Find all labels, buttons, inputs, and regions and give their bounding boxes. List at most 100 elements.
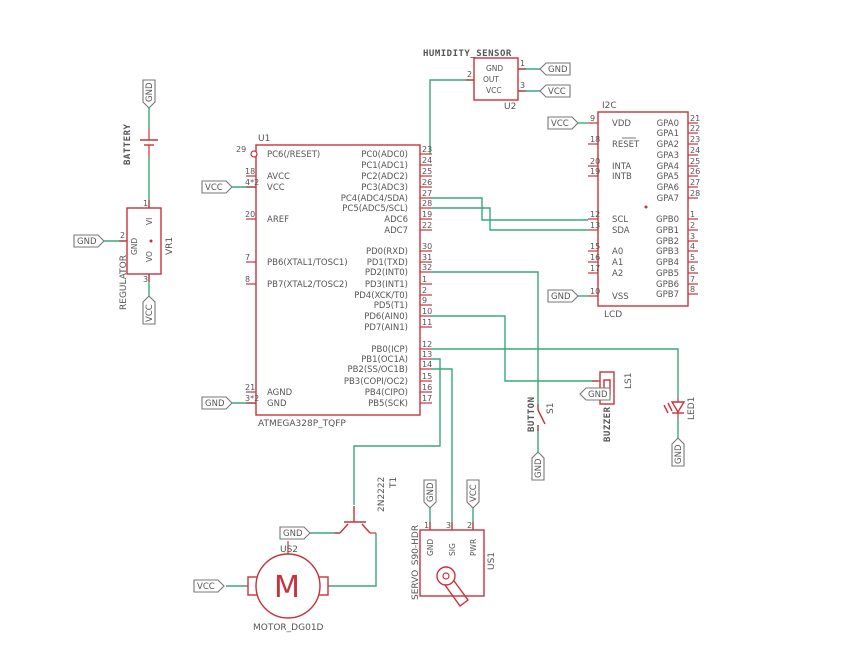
mcu-pin-number: 24 <box>422 156 432 165</box>
gnd-flag: GND <box>579 387 611 401</box>
regulator-ref: VR1 <box>165 237 175 255</box>
mcu-pin-number: 31 <box>422 253 432 262</box>
dc-motor[interactable]: M US2 MOTOR_DG01D <box>247 541 329 633</box>
mcu-pin-number: 26 <box>422 178 432 187</box>
power-flags: GNDVCCVCCGNDVCCGNDGNDGNDGNDVCCGNDVCCGNDG… <box>73 62 685 593</box>
gnd-flag-label: GND <box>283 529 303 539</box>
wire-pb2-servo <box>432 368 453 530</box>
lcd-pin-label: GPA6 <box>657 183 679 193</box>
lcd-pin-label: GPA4 <box>657 162 679 172</box>
humidity-sensor[interactable]: HUMIDITY_SENSOR GND OUT VCC 1 2 3 U2 <box>423 49 526 112</box>
lcd-pin-label: GPB3 <box>656 247 679 257</box>
mcu-pin-label: GND <box>267 399 287 409</box>
mcu-pin-number: 14 <box>422 360 432 369</box>
mcu-pin-number: 3*2 <box>245 394 259 403</box>
push-button[interactable]: BUTTON S1 <box>527 396 556 432</box>
transistor-2n2222[interactable]: 2N2222 T1 <box>334 477 399 534</box>
servo-header[interactable]: GND SIG PWR 1 3 2 SERVO_S90-HDR US1 <box>411 521 497 607</box>
lcd-pin-number: 28 <box>690 189 700 198</box>
lcd-pin-number: 21 <box>690 114 700 123</box>
battery[interactable]: BATTERY <box>123 123 158 165</box>
mcu-pin-label: PB0(ICP) <box>371 345 408 355</box>
lcd-pin-label: INTB <box>612 172 632 182</box>
vcc-flag: VCC <box>466 479 480 509</box>
lcd-pin-number: 9 <box>590 114 595 123</box>
gnd-flag-label: GND <box>426 482 436 502</box>
mcu-pin-number: 19 <box>422 210 432 219</box>
regulator-pin2-num: 2 <box>120 231 125 240</box>
mcu-pin-number: 2 <box>422 286 427 295</box>
led[interactable]: LED1 <box>663 397 697 420</box>
vcc-flag: VCC <box>201 180 233 194</box>
microcontroller-atmega328p[interactable]: U1 ATMEGA328P_TQFP <box>250 134 421 429</box>
regulator-label: REGULATOR <box>119 255 129 310</box>
humidity-sensor-label: HUMIDITY_SENSOR <box>423 49 512 59</box>
voltage-regulator[interactable]: VI GND VO 1 2 3 REGULATOR VR1 <box>119 199 175 310</box>
gnd-flag-label: GND <box>588 390 608 400</box>
lcd-pin-label: A2 <box>612 269 623 279</box>
transistor-ref: T1 <box>389 477 399 489</box>
lcd-i2c-expander[interactable]: I2C LCD <box>597 101 689 320</box>
buzzer[interactable]: BUZZER LS1 <box>592 371 634 442</box>
mcu-pin-number: 21 <box>245 383 255 392</box>
regulator-pin-gnd: GND <box>130 238 139 255</box>
mcu-name: ATMEGA328P_TQFP <box>258 419 346 429</box>
